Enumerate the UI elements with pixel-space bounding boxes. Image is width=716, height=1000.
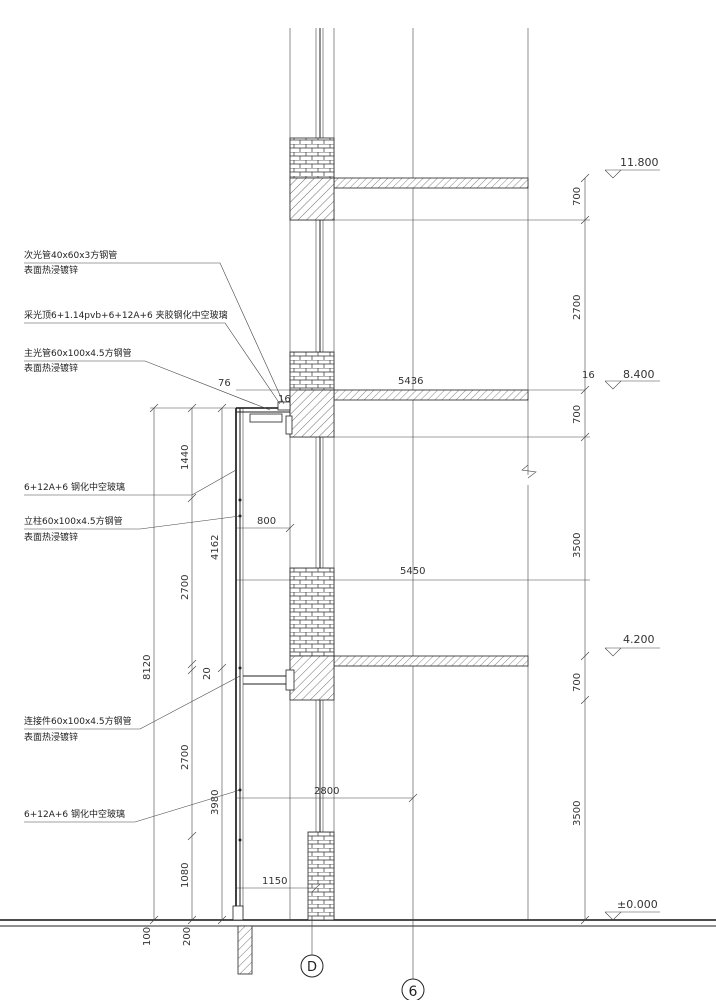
callout-skylight-glass: 采光顶6+1.14pvb+6+12A+6 夹胶钢化中空玻璃 bbox=[24, 309, 228, 321]
axis-label-d: D bbox=[307, 960, 317, 975]
level-11800: 11.800 bbox=[604, 156, 660, 179]
dim-text: 3500 bbox=[572, 801, 583, 826]
dim-text: 1440 bbox=[180, 445, 191, 470]
dim-text: 76 bbox=[218, 378, 231, 389]
brick-walls bbox=[237, 137, 335, 975]
level-label: 11.800 bbox=[620, 156, 659, 169]
callout-connector-finish: 表面热浸镀锌 bbox=[24, 731, 78, 743]
callout-glass-lower: 6+12A+6 钢化中空玻璃 bbox=[24, 808, 125, 820]
callouts: 次光管40x60x3方钢管 表面热浸镀锌 采光顶6+1.14pvb+6+12A+… bbox=[24, 249, 285, 823]
callout-connector: 连接件60x100x4.5方钢管 bbox=[24, 715, 132, 727]
level-label: 4.200 bbox=[623, 633, 655, 646]
level-label: 8.400 bbox=[623, 368, 655, 381]
dim-text: 2700 bbox=[180, 745, 191, 770]
level-markers: 11.800 8.400 4.200 ±0.000 bbox=[604, 156, 660, 921]
callout-secondary-pipe: 次光管40x60x3方钢管 bbox=[24, 249, 117, 261]
curtain-wall-mullion bbox=[232, 401, 295, 921]
right-dimension-chain: 700 2700 700 3500 700 3500 bbox=[572, 173, 590, 925]
dim-text: 2700 bbox=[572, 295, 583, 320]
dim-text: 5450 bbox=[400, 566, 425, 577]
dim-text: 2800 bbox=[314, 786, 339, 797]
dim-text: 1150 bbox=[262, 876, 287, 887]
axis-bubbles: D 6 bbox=[300, 920, 425, 1000]
ground-line bbox=[0, 919, 716, 927]
dim-text: 1080 bbox=[180, 863, 191, 888]
dim-text: 700 bbox=[572, 673, 583, 692]
dim-text: 3500 bbox=[572, 533, 583, 558]
dim-text: 3980 bbox=[210, 790, 221, 815]
dim-text: 8120 bbox=[142, 655, 153, 680]
dim-text: 16 bbox=[278, 394, 291, 405]
level-8400: 8.400 bbox=[604, 368, 660, 390]
level-0000: ±0.000 bbox=[604, 898, 660, 921]
dim-text: 700 bbox=[572, 405, 583, 424]
dim-text: 4162 bbox=[210, 535, 221, 560]
dim-text: 5436 bbox=[398, 376, 423, 387]
floor-slabs bbox=[333, 177, 529, 667]
callout-main-pipe: 主光管60x100x4.5方钢管 bbox=[24, 347, 132, 359]
left-dimension-chains: 1440 2700 20 2700 1080 4162 3980 8120 10… bbox=[142, 403, 238, 946]
dim-text: 100 bbox=[142, 927, 153, 946]
dim-text: 800 bbox=[257, 516, 276, 527]
dim-text: 20 bbox=[202, 667, 213, 680]
axis-label-6: 6 bbox=[409, 984, 418, 1000]
dim-text: 200 bbox=[182, 927, 193, 946]
dim-text: 16 bbox=[582, 370, 595, 381]
callout-column: 立柱60x100x4.5方钢管 bbox=[24, 515, 123, 527]
horizontal-dimensions: 5436 16 76 16 800 5450 2800 1150 bbox=[218, 370, 595, 893]
dim-text: 700 bbox=[572, 187, 583, 206]
dim-text: 2700 bbox=[180, 575, 191, 600]
level-label: ±0.000 bbox=[617, 898, 658, 911]
level-4200: 4.200 bbox=[604, 633, 660, 657]
callout-secondary-pipe-finish: 表面热浸镀锌 bbox=[24, 264, 78, 276]
callout-main-pipe-finish: 表面热浸镀锌 bbox=[24, 362, 78, 374]
callout-column-finish: 表面热浸镀锌 bbox=[24, 531, 78, 543]
callout-glass-upper: 6+12A+6 钢化中空玻璃 bbox=[24, 481, 125, 493]
